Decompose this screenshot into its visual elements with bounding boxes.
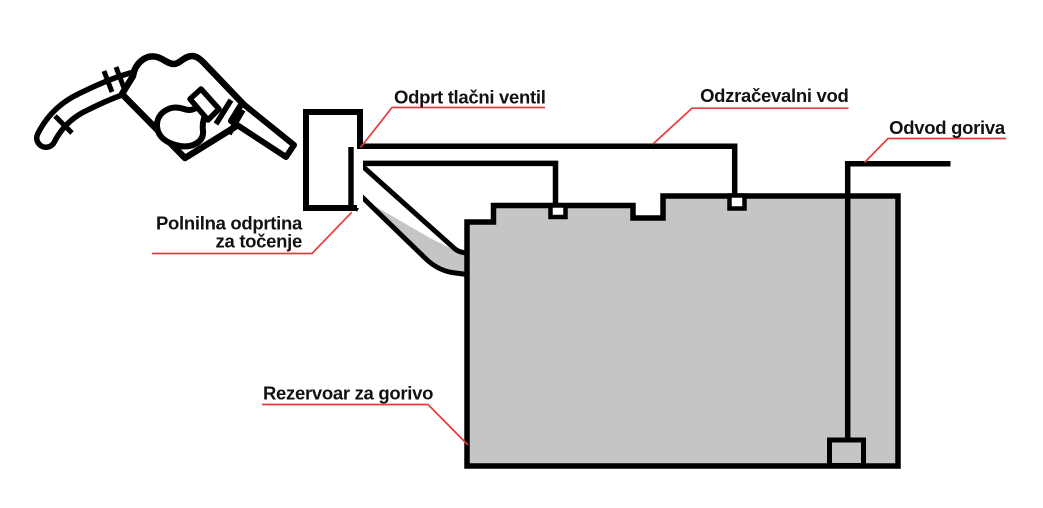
- nozzle-spout-band-2: [226, 108, 246, 136]
- filler-inlet-border: [303, 109, 363, 211]
- tank-port-right: [727, 193, 747, 211]
- leader-fuel-tank: [262, 403, 469, 446]
- chute-fuel-fill: [362, 199, 467, 274]
- leader-filling-opening: [152, 211, 353, 255]
- leader-pressure-valve: [359, 106, 545, 149]
- chute-lower-edge: [352, 192, 468, 277]
- nozzle-guard-slot: [187, 86, 222, 123]
- tank-port-left: [548, 203, 568, 220]
- label-pressure-valve: Odprt tlačni ventil: [394, 87, 546, 108]
- filler-inlet-shape: [303, 109, 363, 211]
- label-fuel-outlet: Odvod goriva: [889, 117, 1006, 138]
- vent-pipe-inner: [358, 160, 559, 206]
- nozzle-spout: [228, 100, 297, 160]
- vent-pipe-outer: [348, 143, 738, 196]
- suction-foot-box: [827, 437, 866, 468]
- nozzle-hose-tip-band: [53, 114, 74, 135]
- fuel-nozzle-icon: [34, 52, 297, 162]
- fuel-outlet-pipe: [844, 160, 951, 441]
- label-vent-line: Odzračevalni vod: [700, 85, 848, 106]
- fuel-chute-shape: [352, 161, 468, 277]
- nozzle-spout-band-1: [213, 98, 234, 126]
- label-filling-opening-line1: Polnilna odprtina: [156, 213, 303, 234]
- label-filling-opening-line2: za točenje: [216, 231, 302, 252]
- leader-fuel-outlet: [863, 137, 1006, 164]
- nozzle-hose-band-2: [113, 66, 127, 89]
- filler-inlet-body: [303, 109, 363, 208]
- fuel-tank-shape: [464, 193, 901, 469]
- nozzle-hose-band-1: [101, 70, 115, 93]
- label-fuel-tank: Rezervoar za gorivo: [263, 383, 433, 404]
- leader-vent-line: [652, 107, 849, 145]
